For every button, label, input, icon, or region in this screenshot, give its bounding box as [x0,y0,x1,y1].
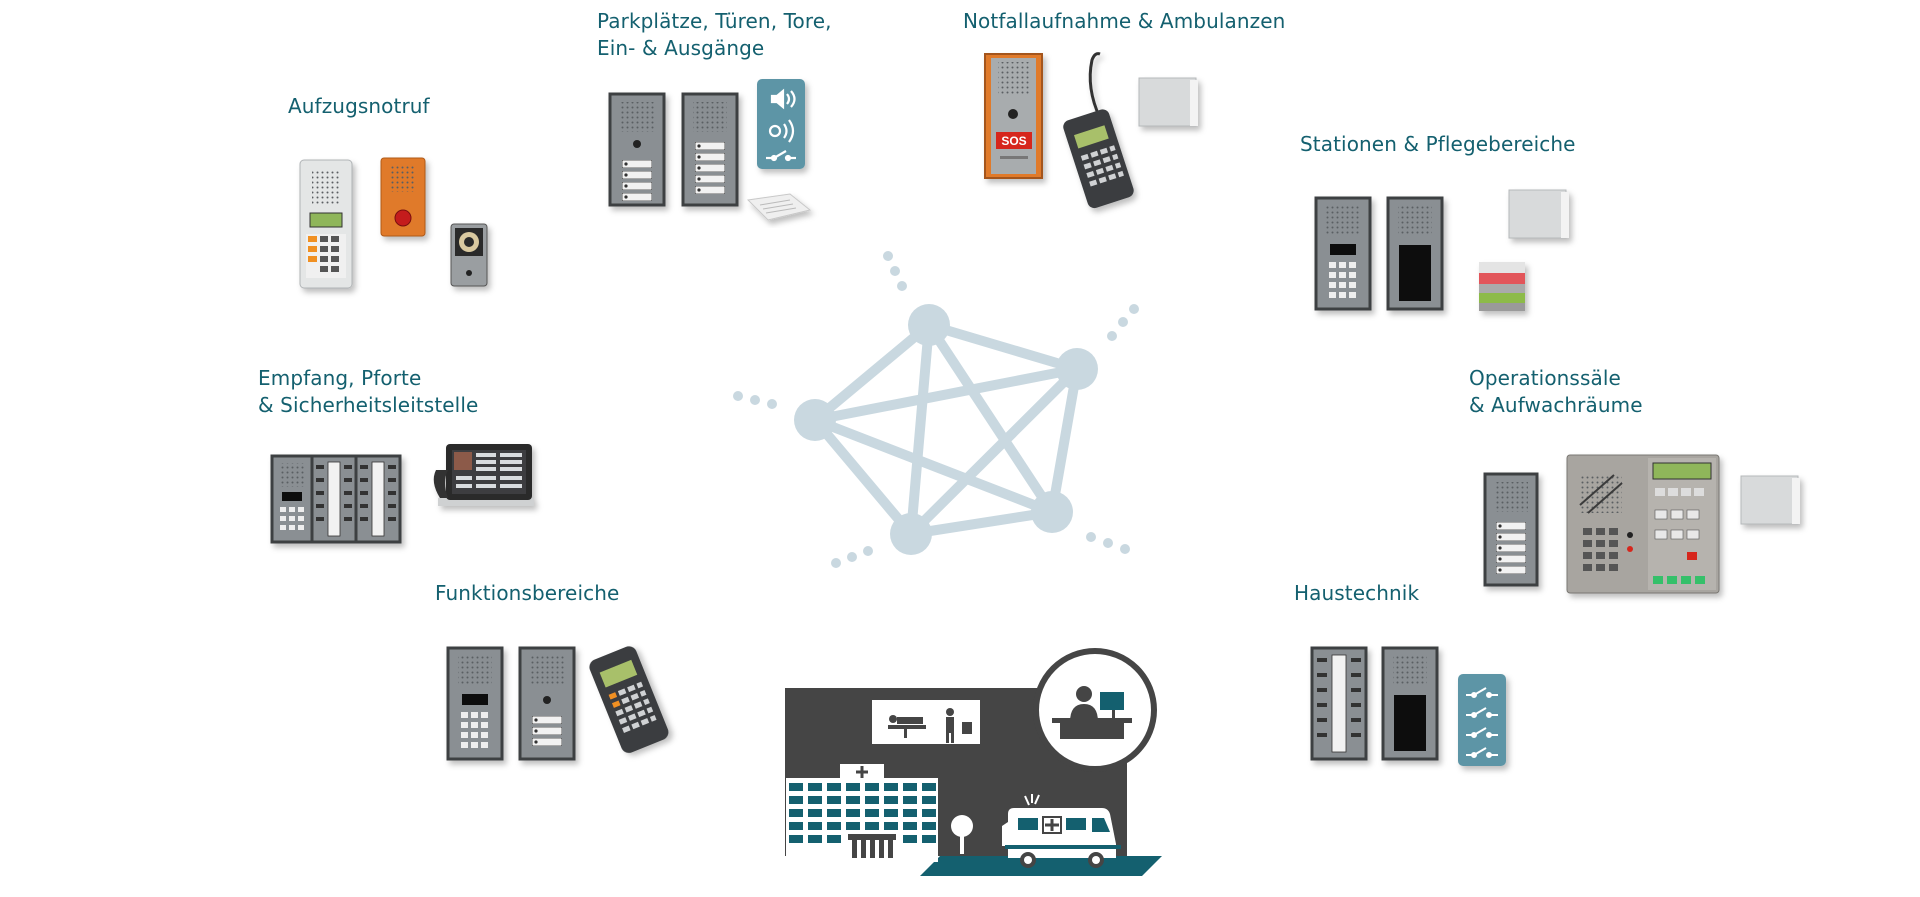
op-devices [1483,454,1800,594]
label-operationssaele: Operationssäle & Aufwachräume [1469,366,1643,417]
network-node [1031,491,1073,533]
elevator-speaker-module [450,223,488,287]
gooseneck-microphone [1063,52,1134,209]
hospital-building [786,764,938,862]
door-station-panel [518,646,576,761]
empfang-devices [270,444,534,544]
door-station-panel [608,92,666,207]
hospital-pictogram [785,648,1162,876]
network-node [890,513,932,555]
elevator-intercom-panel [299,159,353,289]
display-station-panel [1386,196,1444,311]
funktion-devices [446,646,669,761]
button-column-panel [1310,646,1368,761]
network-graph [810,320,1082,539]
park-devices [608,79,812,221]
network-node [794,399,836,441]
haustechnik-devices [1310,646,1506,766]
switch-icon [1466,687,1498,758]
io-module [757,79,805,169]
handheld-terminal [589,646,669,753]
switch-icon [766,150,796,162]
touch-console [433,444,534,506]
network-node [908,304,950,346]
reception-pictogram [1033,648,1157,772]
label-haustechnik: Haustechnik [1294,581,1420,605]
wall-loudspeaker [1508,189,1569,239]
door-station-panel [681,92,739,207]
network-nodes [733,251,1139,568]
emergency-call-station: SOS [984,53,1043,179]
keypad-station-panel [1314,196,1372,311]
tree-icon [951,815,973,854]
ceiling-sensor [746,193,812,221]
door-station-panel [1483,472,1539,587]
ambulance-pictogram [1002,794,1121,868]
label-stationen: Stationen & Pflegebereiche [1300,132,1576,156]
op-control-panel [1566,454,1720,594]
keypad-station-panel [446,646,504,761]
display-station-panel [1381,646,1439,761]
notfall-devices: SOS [984,52,1198,209]
reception-panel-group [270,454,402,544]
wall-loudspeaker [1740,475,1800,525]
speaker-icon [770,88,796,110]
switch-module [1458,674,1506,766]
label-funktionsbereiche: Funktionsbereiche [435,581,620,605]
label-empfang: Empfang, Pforte & Sicherheitsleitstelle [258,366,479,417]
sos-label: SOS [1001,134,1026,148]
room-signal-light [1479,262,1525,311]
label-parkplaetze: Parkplätze, Türen, Tore, Ein- & Ausgänge [597,9,832,60]
network-node [1056,348,1098,390]
aufzug-devices [299,157,488,289]
stationen-devices [1314,189,1569,311]
wall-loudspeaker [1138,77,1198,127]
elevator-emergency-box [380,157,426,237]
microphone-icon [768,119,795,143]
label-aufzugsnotruf: Aufzugsnotruf [288,94,430,118]
label-notfallaufnahme: Notfallaufnahme & Ambulanzen [963,9,1286,33]
